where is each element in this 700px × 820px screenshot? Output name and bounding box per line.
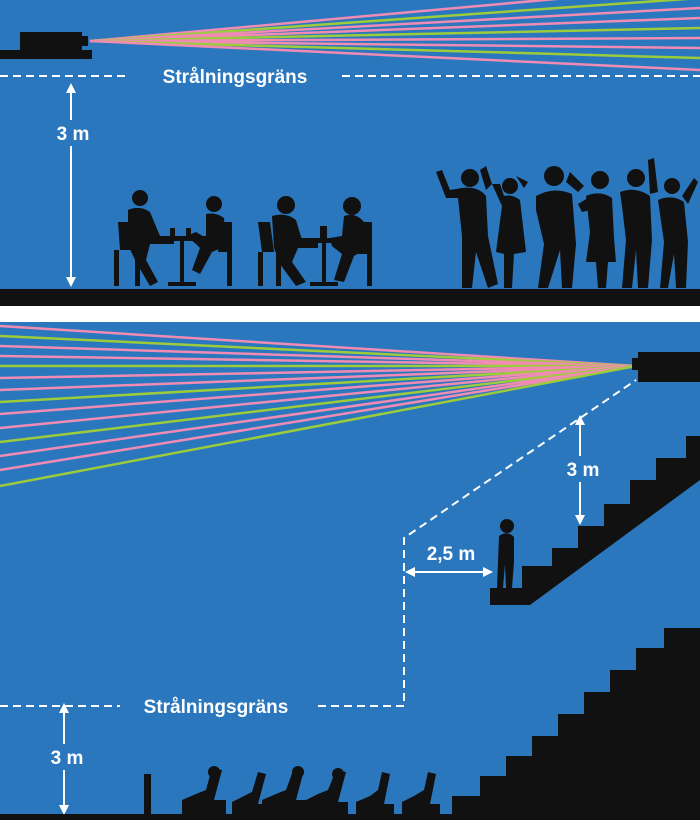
horizontal-distance-label: 2,5 m xyxy=(427,544,476,565)
floor-height-label-bg xyxy=(44,744,88,770)
bottom-laser-beam xyxy=(0,334,637,368)
main-stairs xyxy=(452,628,700,814)
bottom-laser-beam xyxy=(0,364,637,472)
balcony-person-silhouette xyxy=(497,519,514,588)
bottom-laser-projector-icon xyxy=(632,352,700,382)
balcony-stairs xyxy=(490,436,700,605)
bottom-laser-beam xyxy=(0,344,637,368)
bottom-boundary-label: Strålningsgräns xyxy=(144,697,289,718)
bottom-panel: Strålningsgräns 3 m 2,5 m 3 m xyxy=(0,322,700,820)
top-laser-beam xyxy=(89,0,690,43)
bottom-floor xyxy=(0,814,700,820)
cafe-group-right-silhouette xyxy=(258,196,372,286)
bottom-laser-beam xyxy=(0,364,637,392)
stair-height-label-bg xyxy=(560,456,604,482)
top-boundary-label: Strålningsgräns xyxy=(163,67,308,88)
top-laser-beam xyxy=(89,39,700,72)
top-laser-beam xyxy=(89,39,700,60)
panel-divider xyxy=(0,306,700,322)
top-laser-projector-icon xyxy=(0,32,92,59)
top-laser-beams xyxy=(89,0,700,72)
bottom-laser-beam xyxy=(0,354,637,368)
bottom-laser-beam xyxy=(0,364,637,430)
audience-seats-silhouette xyxy=(144,766,440,814)
dancing-crowd-silhouette xyxy=(436,158,698,288)
top-laser-beam xyxy=(89,26,700,43)
floor-height-label: 3 m xyxy=(51,748,84,769)
top-laser-beam xyxy=(89,6,700,43)
bottom-laser-beam xyxy=(0,364,637,404)
bottom-laser-beam xyxy=(0,364,637,458)
top-panel: Strålningsgräns 3 m xyxy=(0,0,700,306)
top-height-label-bg xyxy=(50,120,96,146)
bottom-laser-beam xyxy=(0,364,637,488)
bottom-laser-beam xyxy=(0,364,637,380)
bottom-laser-beam xyxy=(0,364,637,444)
top-floor xyxy=(0,289,700,306)
stair-height-label: 3 m xyxy=(567,460,600,481)
top-height-label: 3 m xyxy=(57,124,90,145)
top-laser-beam xyxy=(89,36,700,43)
bottom-laser-beam xyxy=(0,364,637,416)
top-laser-beam xyxy=(89,39,700,50)
bottom-laser-beams xyxy=(0,324,637,488)
bottom-laser-beam xyxy=(0,324,637,368)
top-laser-beam xyxy=(89,0,559,43)
top-laser-beam xyxy=(89,16,700,43)
cafe-group-left-silhouette xyxy=(114,190,232,286)
